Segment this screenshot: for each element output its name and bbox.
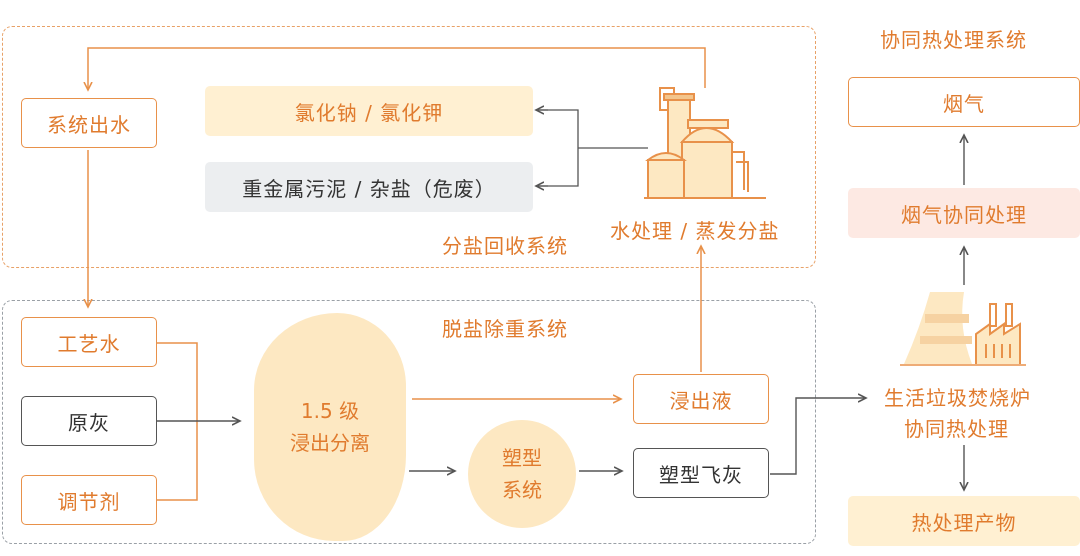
nacl-kcl-box: 氯化钠 / 氯化钾 (205, 86, 533, 136)
sludge-box: 重金属污泥 / 杂盐（危废） (205, 162, 533, 212)
conditioner-feed-line (157, 421, 198, 501)
evap-to-products-line (536, 109, 648, 187)
raw-ash-box: 原灰 (21, 396, 157, 446)
evaporator-illustration (644, 87, 766, 199)
flue-gas-treatment-box: 烟气协同处理 (848, 188, 1080, 238)
flue-gas-label: 烟气 (943, 91, 985, 116)
leachate-box: 浸出液 (633, 374, 769, 424)
outlet-water-box: 系统出水 (21, 98, 157, 148)
desalting-zone (2, 300, 816, 544)
leach-stage-label: 1.5 级 (300, 399, 360, 423)
nacl-kcl-label: 氯化钠 / 氯化钾 (294, 100, 444, 125)
incinerator-illustration (900, 292, 1026, 366)
evaporation-label: 水处理 / 蒸发分盐 (610, 219, 780, 243)
molded-ash-box: 塑型飞灰 (633, 448, 769, 498)
leach-separation-label: 浸出分离 (290, 431, 370, 455)
flue-gas-box: 烟气 (848, 77, 1080, 127)
salt-recovery-title: 分盐回收系统 (442, 234, 568, 258)
sludge-label: 重金属污泥 / 杂盐（危废） (242, 176, 496, 201)
thermal-products-box: 热处理产物 (848, 496, 1080, 546)
incinerator-label-2: 协同热处理 (904, 417, 1009, 441)
conditioner-box: 调节剂 (21, 475, 157, 525)
thermal-products-label: 热处理产物 (911, 510, 1017, 535)
process-water-label: 工艺水 (57, 331, 121, 356)
molding-system-blob: 塑型 系统 (468, 420, 576, 528)
raw-ash-label: 原灰 (68, 410, 110, 435)
molding-label-2: 系统 (502, 478, 542, 502)
process-water-box: 工艺水 (21, 317, 157, 367)
leach-separation-blob: 1.5 级 浸出分离 (254, 313, 406, 541)
return-water-line (88, 47, 706, 90)
molding-label-1: 塑型 (502, 446, 542, 470)
process-water-feed-line (157, 342, 198, 421)
outlet-water-label: 系统出水 (47, 112, 131, 137)
conditioner-label: 调节剂 (57, 489, 121, 514)
ash-to-incinerator-line (770, 398, 866, 475)
salt-recovery-zone (2, 26, 816, 268)
leachate-label: 浸出液 (669, 388, 733, 413)
molded-ash-label: 塑型飞灰 (659, 462, 743, 487)
co-thermal-title: 协同热处理系统 (880, 28, 1027, 52)
flue-gas-treatment-label: 烟气协同处理 (901, 202, 1027, 227)
desalting-title: 脱盐除重系统 (442, 317, 568, 341)
incinerator-label-1: 生活垃圾焚烧炉 (884, 386, 1031, 410)
